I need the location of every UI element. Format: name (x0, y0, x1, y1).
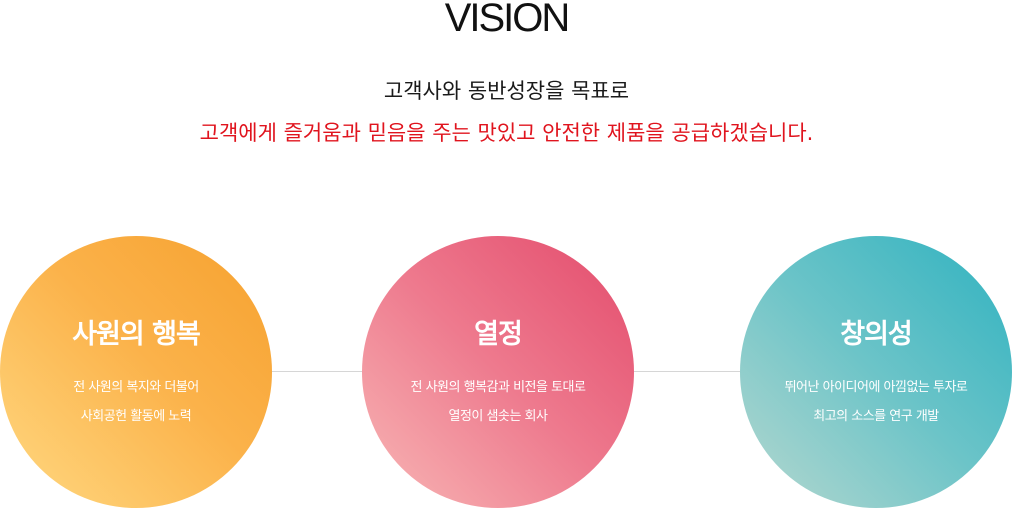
connector-line-left (268, 371, 368, 372)
connector-line-right (630, 371, 746, 372)
vision-title: VISION (444, 0, 571, 40)
vision-subtitle: 고객사와 동반성장을 목표로 (383, 79, 630, 103)
value-desc-passion: 전 사원의 행복감과 비전을 토대로 열정이 샘솟는 회사 (362, 373, 634, 431)
value-desc-line: 뛰어난 아이디어에 아낌없는 투자로 (784, 380, 968, 395)
value-desc-happiness: 전 사원의 복지와 더불어 사회공헌 활동에 노력 (0, 373, 272, 431)
value-desc-line: 전 사원의 복지와 더불어 (73, 380, 199, 395)
value-desc-line: 사회공헌 활동에 노력 (80, 409, 192, 424)
value-title-creativity: 창의성 (840, 319, 913, 350)
value-title-happiness: 사원의 행복 (72, 319, 201, 350)
value-title-passion: 열정 (474, 319, 523, 350)
value-circle-creativity: 창의성 뛰어난 아이디어에 아낌없는 투자로 최고의 소스를 연구 개발 (740, 236, 1012, 508)
value-desc-line: 최고의 소스를 연구 개발 (813, 409, 939, 424)
value-desc-line: 열정이 샘솟는 회사 (448, 409, 548, 424)
value-circle-passion: 열정 전 사원의 행복감과 비전을 토대로 열정이 샘솟는 회사 (362, 236, 634, 508)
value-circle-happiness: 사원의 행복 전 사원의 복지와 더불어 사회공헌 활동에 노력 (0, 236, 272, 508)
value-desc-creativity: 뛰어난 아이디어에 아낌없는 투자로 최고의 소스를 연구 개발 (740, 373, 1012, 431)
value-desc-line: 전 사원의 행복감과 비전을 토대로 (410, 380, 586, 395)
vision-statement: 고객에게 즐거움과 믿음을 주는 맛있고 안전한 제품을 공급하겠습니다. (199, 121, 814, 145)
